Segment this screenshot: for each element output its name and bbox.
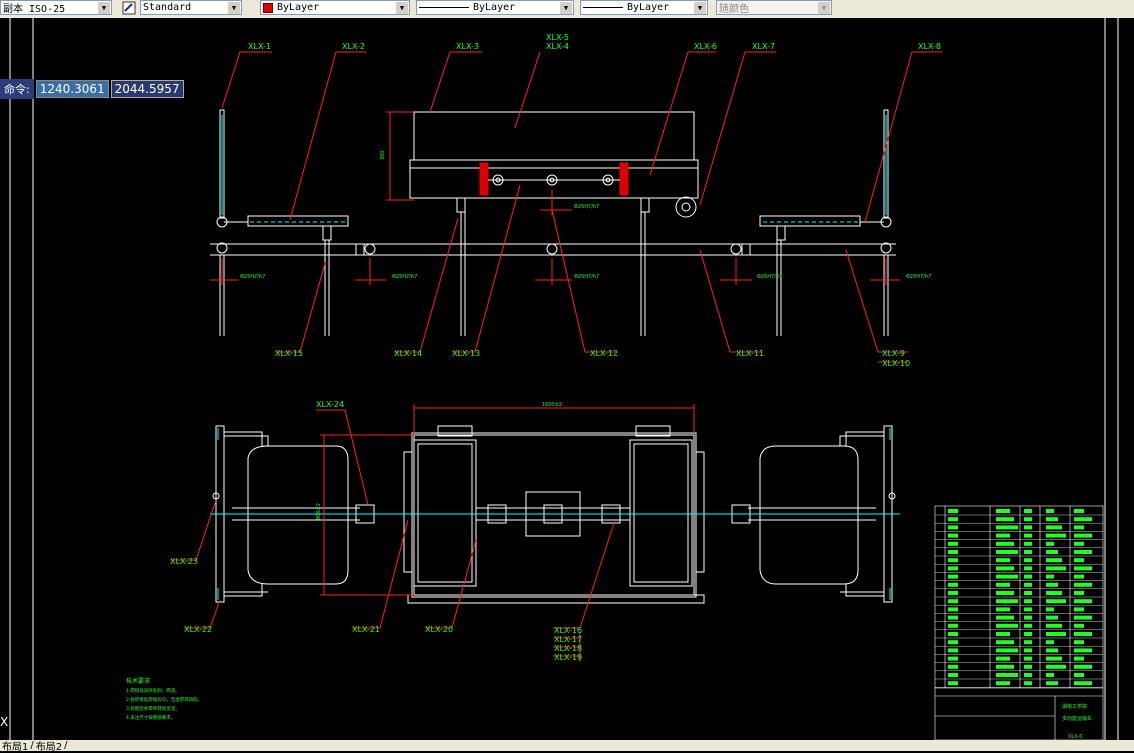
text-style-dropdown[interactable]: Standard ▼ [140,0,242,15]
label-xlx-21: XLX-21 [352,625,380,634]
color-value: ByLayer [277,2,320,13]
label-xlx-2: XLX-2 [342,42,365,51]
note-line: 3.装配后各零件转动灵活。 [126,705,180,712]
linetype-dropdown[interactable]: ByLayer ▼ [416,0,574,15]
layout-tabs: 布局1 / 布局2 / [0,740,1134,753]
note-line: 4.未注尺寸按图纸要求。 [126,714,175,721]
tab-separator: / [64,740,68,751]
label-xlx-4: XLX-4 [546,42,569,51]
fit-label-4: Φ25H7/h7 [757,274,782,280]
tab-layout-1[interactable]: 布局1 [2,742,29,753]
command-label: 命令: [0,79,34,99]
label-xlx-11: XLX-11 [736,349,764,358]
dim-style-value: 副本 ISO-25 [3,4,66,15]
fit-label-5: Φ25H7/h7 [906,274,931,280]
label-xlx-24: XLX-24 [316,400,344,409]
fit-label-6: Φ25H7/h7 [574,204,599,210]
label-xlx-16: XLX-16 [554,626,582,635]
label-xlx-3: XLX-3 [456,42,479,51]
text-style-value: Standard [143,2,192,13]
title-school: 湖南工学院 [1062,703,1087,710]
properties-toolbar: 副本 ISO-25 ▼ Standard ▼ ByLayer ▼ ByLayer… [0,0,1134,19]
label-xlx-12: XLX-12 [590,349,618,358]
technical-notes: 技术要求 1.焊接处去除毛刺、焊渣。 2.各焊接处焊缝均匀，无虚焊等缺陷。 3.… [126,677,202,721]
tab-separator: / [30,740,34,751]
label-xlx-17: XLX-17 [554,635,582,644]
chevron-down-icon: ▼ [228,2,240,14]
ucs-icon: X [0,715,8,729]
drawing-canvas[interactable]: XLX-1 XLX-2 XLX-3 XLX-4 XLX-5 XLX-6 XLX-… [0,18,1134,740]
fit-label-3: Φ25H7/h7 [574,274,599,280]
notes-title: 技术要求 [126,677,150,685]
label-xlx-7: XLX-7 [752,42,775,51]
label-xlx-22: XLX-22 [184,625,212,634]
color-swatch-icon [263,2,273,13]
plot-style-value: 随颜色 [719,4,749,15]
lineweight-value: ByLayer [627,2,670,13]
label-xlx-19: XLX-19 [554,653,582,662]
chevron-down-icon: ▼ [818,2,830,14]
label-xlx-13: XLX-13 [452,349,480,358]
label-xlx-9: XLX-9 [882,349,905,358]
label-xlx-14: XLX-14 [394,349,422,358]
lineweight-dropdown[interactable]: ByLayer ▼ [580,0,708,15]
label-xlx-8: XLX-8 [918,42,941,51]
label-xlx-5: XLX-5 [546,33,569,42]
tab-layout-2[interactable]: 布局2 [35,742,63,753]
note-line: 1.焊接处去除毛刺、焊渣。 [126,687,180,694]
coordinate-input: 命令: 1240.3061 2044.5957 [0,79,184,99]
title-name: 多功能运输车 [1062,715,1092,722]
chevron-down-icon: ▼ [396,2,408,14]
chevron-down-icon: ▼ [560,2,572,14]
label-xlx-23: XLX-23 [170,557,198,566]
x-coordinate-field[interactable]: 1240.3061 [35,80,109,98]
label-xlx-10: XLX-10 [882,359,910,368]
title-block: 湖南工学院 多功能运输车 XLX-0 [1062,703,1092,740]
chevron-down-icon: ▼ [694,2,706,14]
fit-label-2: Φ25H7/h7 [392,274,417,280]
y-coordinate-field[interactable]: 2044.5957 [110,80,184,98]
label-xlx-20: XLX-20 [425,625,453,634]
fit-label-1: Φ25H7/h7 [240,274,265,280]
text-style-icon[interactable] [120,0,138,15]
parts-list-rows [935,509,1103,688]
linetype-value: ByLayer [473,2,516,13]
label-xlx-15: XLX-15 [275,349,303,358]
label-xlx-18: XLX-18 [554,644,582,653]
chevron-down-icon: ▼ [98,2,110,14]
color-dropdown[interactable]: ByLayer ▼ [260,0,410,15]
dim-length: 900±2 [316,503,322,520]
dim-height: 300 [380,150,386,160]
note-line: 2.各焊接处焊缝均匀，无虚焊等缺陷。 [126,696,202,703]
dim-width: 1000±2 [542,402,562,408]
plot-style-dropdown[interactable]: 随颜色 ▼ [716,0,832,15]
front-view [210,109,896,336]
label-xlx-6: XLX-6 [694,42,717,51]
label-xlx-1: XLX-1 [248,42,271,51]
linetype-sample-icon [419,7,469,8]
lineweight-sample-icon [583,7,623,8]
title-drawing-no: XLX-0 [1068,734,1082,740]
dim-style-dropdown[interactable]: 副本 ISO-25 ▼ [0,0,112,15]
